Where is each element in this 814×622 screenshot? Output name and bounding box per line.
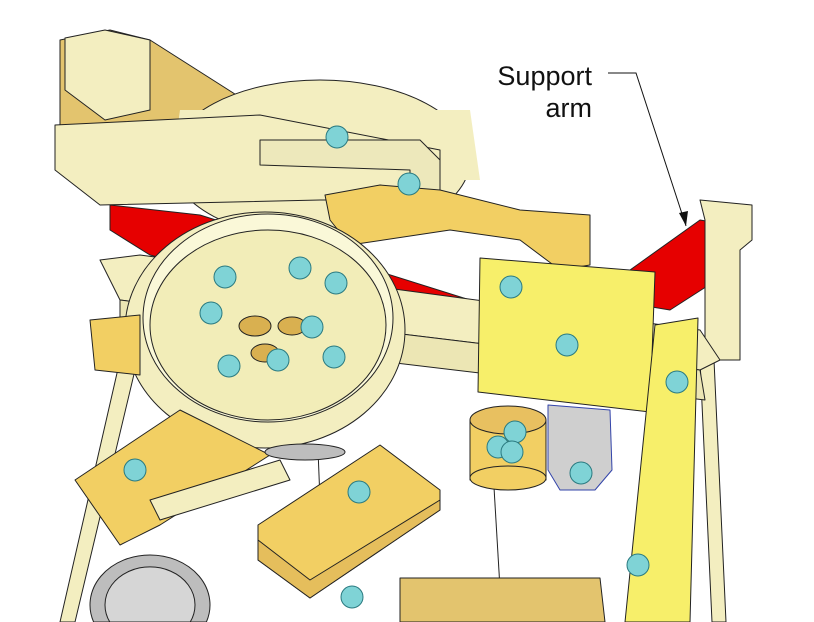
- ball: [503, 420, 527, 444]
- bowl: [124, 211, 406, 449]
- ball: [500, 440, 524, 464]
- label-line-2: arm: [545, 93, 593, 123]
- annotation-leader: [608, 72, 687, 227]
- balls: [123, 125, 689, 609]
- wheel-hub: [104, 566, 196, 622]
- label-line-1: Support: [497, 61, 592, 91]
- cup-base: [469, 465, 547, 491]
- ball: [499, 275, 523, 299]
- ball: [288, 256, 312, 280]
- ball: [325, 125, 349, 149]
- ball: [123, 458, 147, 482]
- ball: [665, 370, 689, 394]
- ball: [199, 301, 223, 325]
- left-chute-bar: [149, 459, 291, 521]
- disc: [264, 443, 346, 461]
- ball: [322, 345, 346, 369]
- support-arm-label: Support arm: [470, 60, 592, 124]
- ball: [324, 271, 348, 295]
- ball: [300, 315, 324, 339]
- ball: [266, 348, 290, 372]
- tube: [547, 404, 613, 491]
- ball: [217, 354, 241, 378]
- arrowhead: [679, 211, 688, 226]
- ball: [555, 333, 579, 357]
- ball: [569, 461, 593, 485]
- lower-plate-edge: [257, 499, 441, 599]
- ramp-right: [624, 317, 699, 622]
- bottom-block: [399, 577, 606, 622]
- ball: [347, 480, 371, 504]
- ball: [340, 585, 364, 609]
- ball: [397, 172, 421, 196]
- right-post: [699, 199, 753, 361]
- left-bracket: [89, 314, 141, 376]
- back-block-face: [64, 29, 151, 121]
- ball: [626, 553, 650, 577]
- ball: [213, 265, 237, 289]
